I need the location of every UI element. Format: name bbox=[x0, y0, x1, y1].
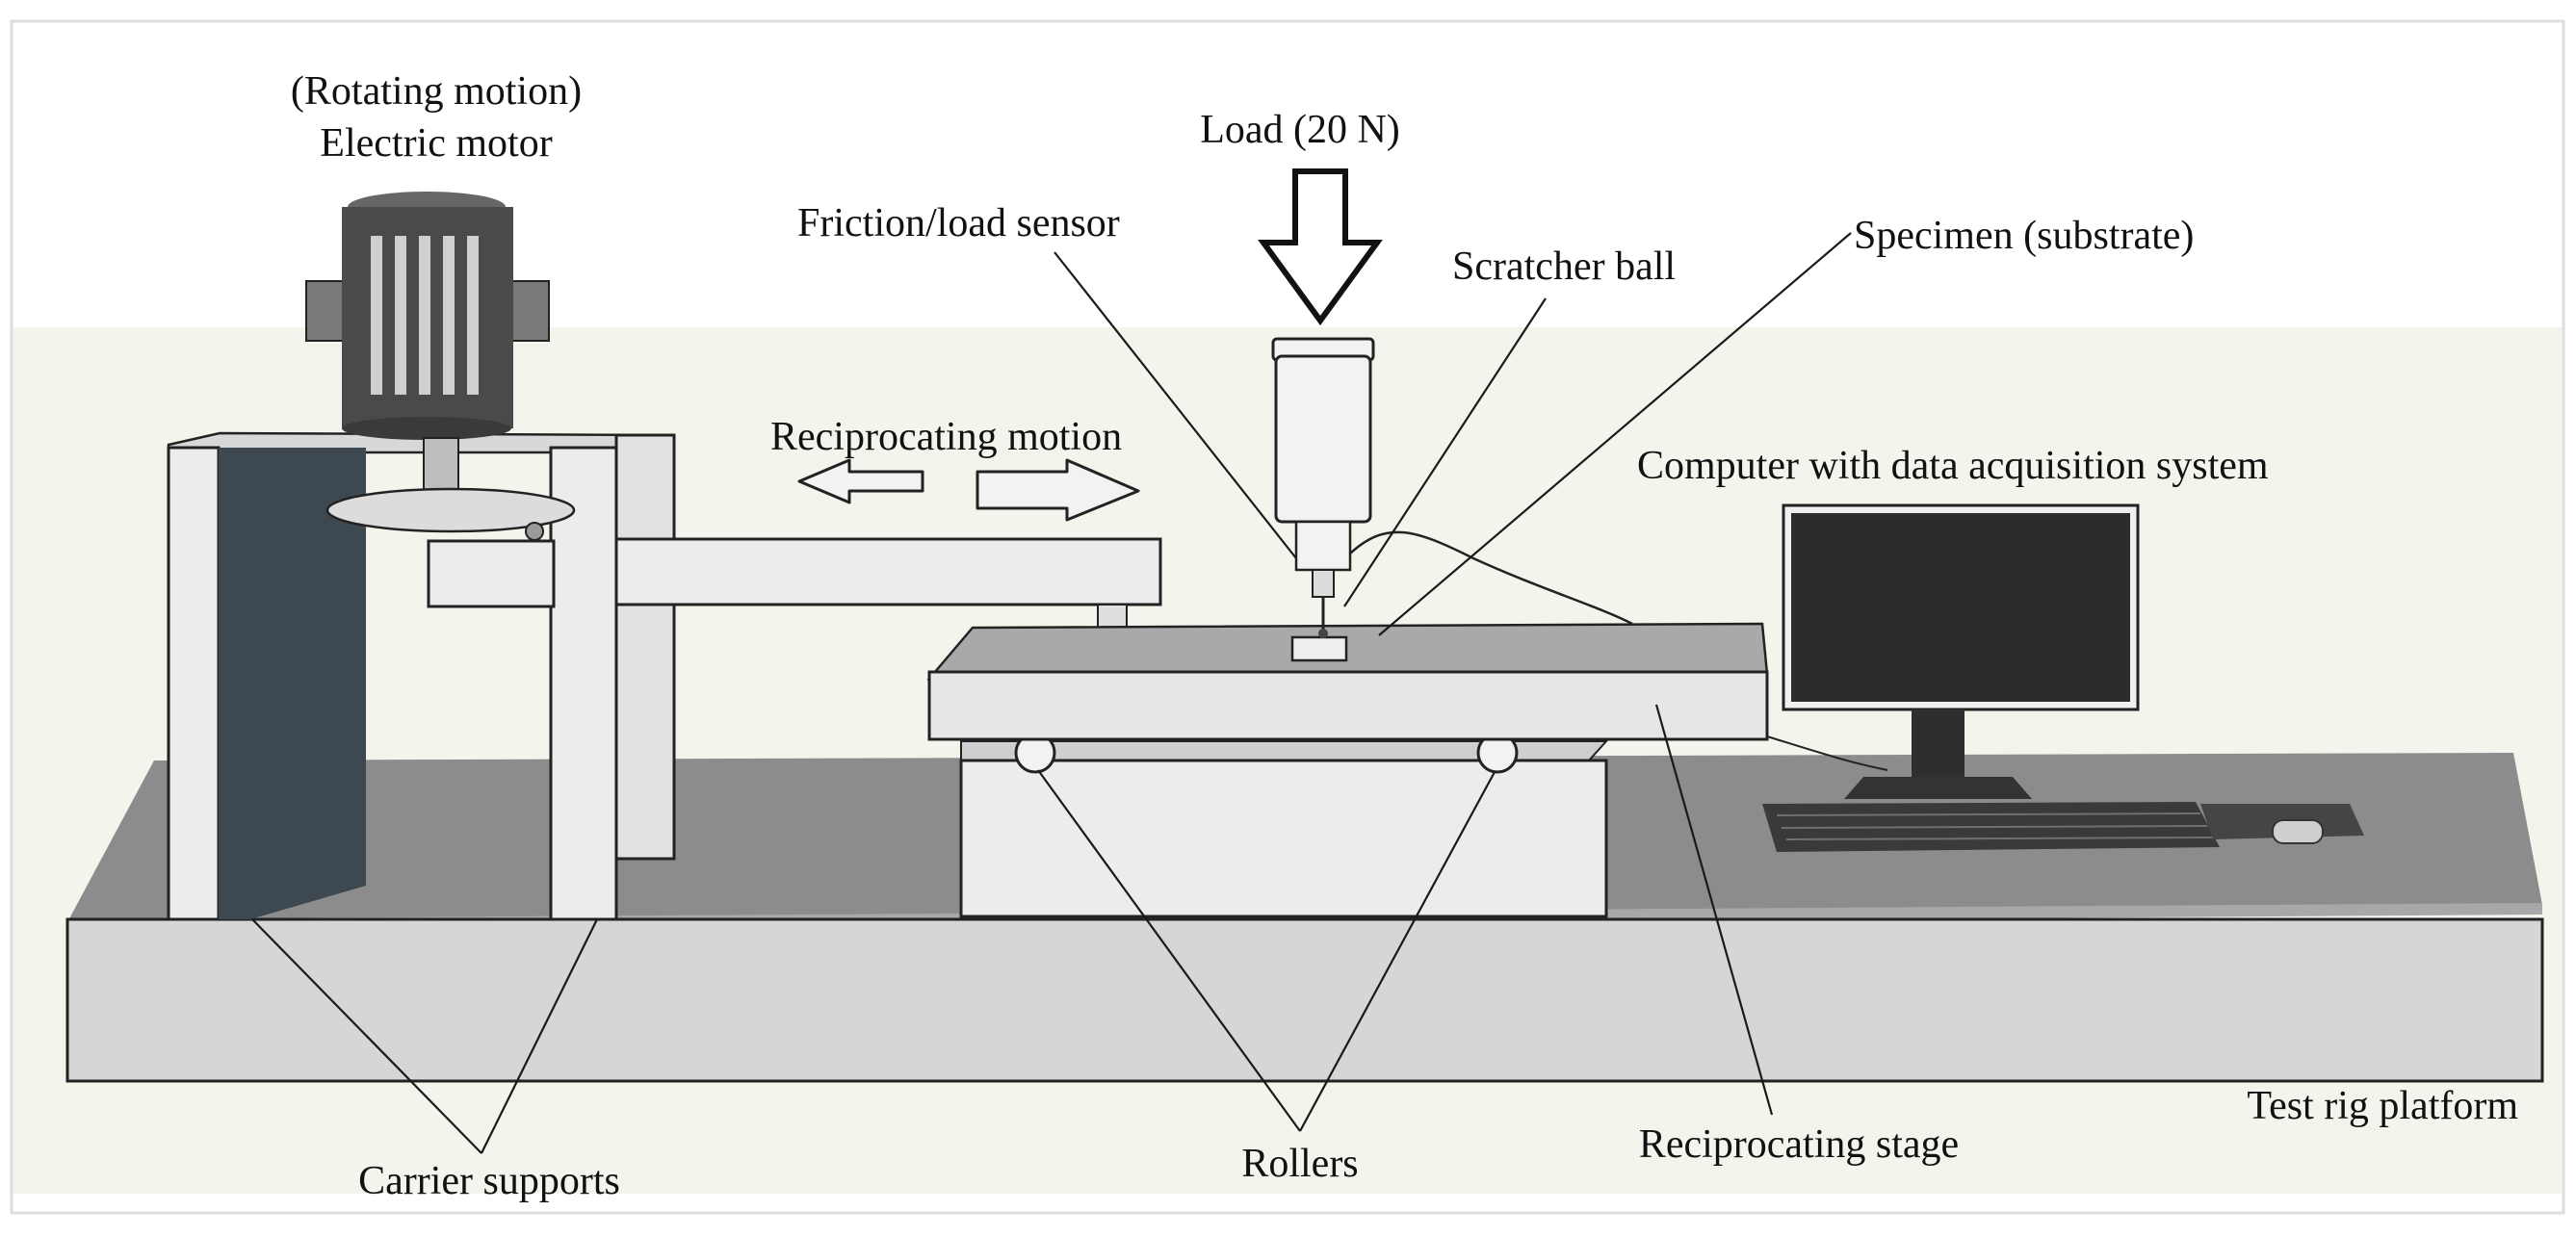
label-motor-rotating: (Rotating motion) bbox=[291, 69, 582, 114]
motor-mount-left bbox=[305, 280, 346, 342]
monitor-neck bbox=[1912, 709, 1965, 777]
leader-roller-b bbox=[1299, 771, 1496, 1132]
test-rig-platform bbox=[65, 917, 2544, 1083]
carrier-rear-post bbox=[614, 433, 676, 861]
label-computer: Computer with data acquisition system bbox=[1637, 444, 2269, 488]
label-reciprocating-motion: Reciprocating motion bbox=[770, 415, 1122, 459]
sensor-cable bbox=[1349, 530, 1633, 626]
sensor-body bbox=[1274, 354, 1372, 524]
leader-lines bbox=[251, 232, 1852, 1154]
monitor-base bbox=[1844, 777, 2032, 799]
motor-mount-right bbox=[509, 280, 550, 342]
label-specimen: Specimen (substrate) bbox=[1854, 214, 2194, 258]
motor-shaft bbox=[423, 437, 459, 493]
computer-cable bbox=[1766, 735, 1888, 771]
carrier-left-post bbox=[167, 446, 221, 921]
leader-stage bbox=[1654, 704, 1774, 1116]
computer bbox=[1762, 503, 2364, 852]
label-carrier-supports: Carrier supports bbox=[358, 1159, 620, 1203]
electric-motor bbox=[305, 192, 576, 541]
sensor-tip bbox=[1312, 569, 1335, 598]
keyboard-keys bbox=[1776, 812, 2214, 840]
leader-carrier-b bbox=[481, 918, 598, 1154]
motor-cooling-fins bbox=[371, 236, 479, 395]
label-rollers: Rollers bbox=[1241, 1142, 1358, 1186]
label-friction-sensor: Friction/load sensor bbox=[797, 201, 1120, 245]
label-test-rig-platform: Test rig platform bbox=[2247, 1084, 2518, 1128]
sensor-collar bbox=[1294, 520, 1352, 572]
load-arrow-icon bbox=[1258, 168, 1383, 326]
crank-pin bbox=[525, 522, 544, 541]
leader-specimen bbox=[1378, 232, 1852, 636]
stage-top bbox=[926, 622, 1769, 681]
leader-carrier-a bbox=[251, 918, 482, 1154]
label-reciprocating-stage: Reciprocating stage bbox=[1639, 1122, 1959, 1167]
right-arrow-icon bbox=[976, 458, 1140, 522]
label-electric-motor: Electric motor bbox=[320, 121, 552, 166]
label-scratcher-ball: Scratcher ball bbox=[1452, 245, 1676, 289]
leader-sensor bbox=[1054, 251, 1297, 559]
label-load: Load (20 N) bbox=[1200, 108, 1400, 152]
leader-ball bbox=[1343, 297, 1547, 607]
left-arrow-icon bbox=[797, 458, 924, 504]
carrier-dark-panel bbox=[219, 448, 366, 919]
base-block bbox=[959, 759, 1608, 918]
carrier-right-post bbox=[549, 446, 618, 921]
scratcher-ball bbox=[1318, 629, 1328, 638]
arm-bracket bbox=[427, 539, 556, 608]
monitor-screen bbox=[1791, 513, 2130, 702]
friction-load-sensor bbox=[1271, 337, 1375, 638]
reciprocating-stage bbox=[927, 670, 1769, 741]
computer-mouse bbox=[2272, 819, 2324, 844]
motor-bottom bbox=[342, 417, 511, 440]
leader-roller-a bbox=[1037, 769, 1301, 1132]
motor-disc bbox=[325, 487, 576, 533]
specimen bbox=[1290, 635, 1348, 662]
carrier-supports bbox=[167, 431, 676, 921]
connecting-arm bbox=[614, 537, 1162, 606]
